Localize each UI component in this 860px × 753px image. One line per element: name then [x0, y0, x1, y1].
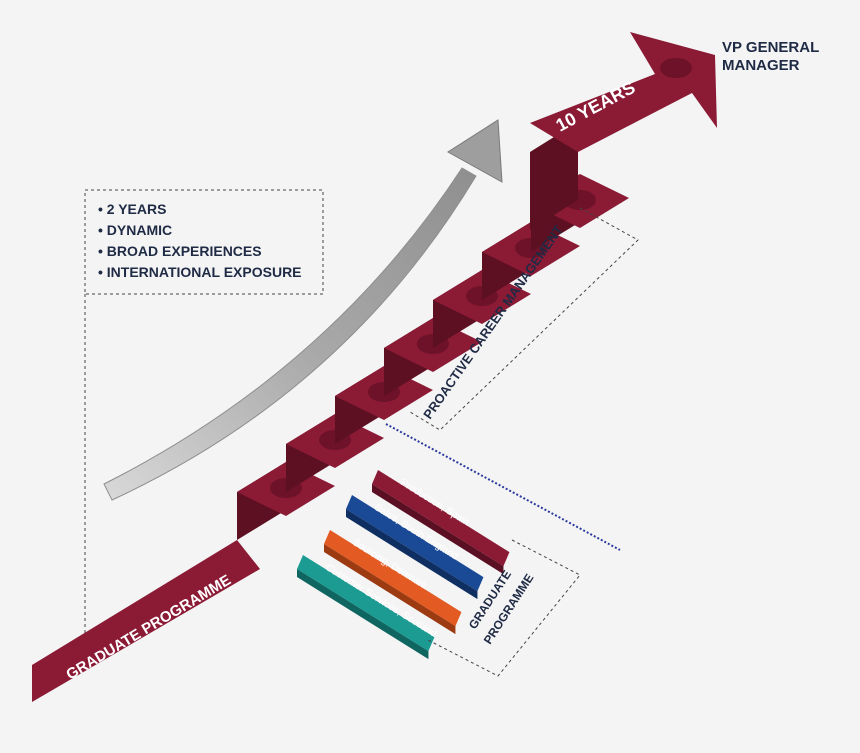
growth-arrow-head [447, 119, 503, 183]
graduate-programme-label: GRADUATE PROGRAMME [63, 572, 234, 684]
growth-arrow-shaft [103, 167, 477, 501]
bracket-outline [427, 539, 581, 677]
bullet-item: • DYNAMIC [98, 222, 172, 238]
rotation-bar-side [297, 569, 429, 660]
rotation-bar-side [372, 484, 504, 575]
experience-callout: • 2 YEARS • DYNAMIC • BROAD EXPERIENCES … [84, 189, 324, 640]
goal-label-line1: VP GENERAL [722, 39, 819, 56]
rotation-bar-side [324, 544, 456, 635]
guide-line [385, 423, 621, 551]
bullet-item: • 2 YEARS [98, 201, 166, 217]
callout-box [84, 189, 324, 295]
top-arrow-riser [530, 122, 578, 230]
career-staircase [32, 174, 629, 702]
rotation-bar-face [297, 555, 435, 652]
rotation-bar-face [346, 495, 484, 592]
top-arrow-marker [660, 58, 692, 78]
bullet-item: • BROAD EXPERIENCES [98, 243, 262, 259]
growth-arrow [103, 119, 503, 501]
rotation-bar-face [324, 530, 462, 627]
top-arrow: 10 YEARS [530, 32, 717, 230]
rotation-bar-face [372, 470, 510, 567]
goal-label-line2: MANAGER [722, 57, 800, 74]
graduate-ramp [32, 540, 260, 702]
bullet-item: • INTERNATIONAL EXPOSURE [98, 264, 302, 280]
rotation-bar-side [346, 509, 478, 600]
